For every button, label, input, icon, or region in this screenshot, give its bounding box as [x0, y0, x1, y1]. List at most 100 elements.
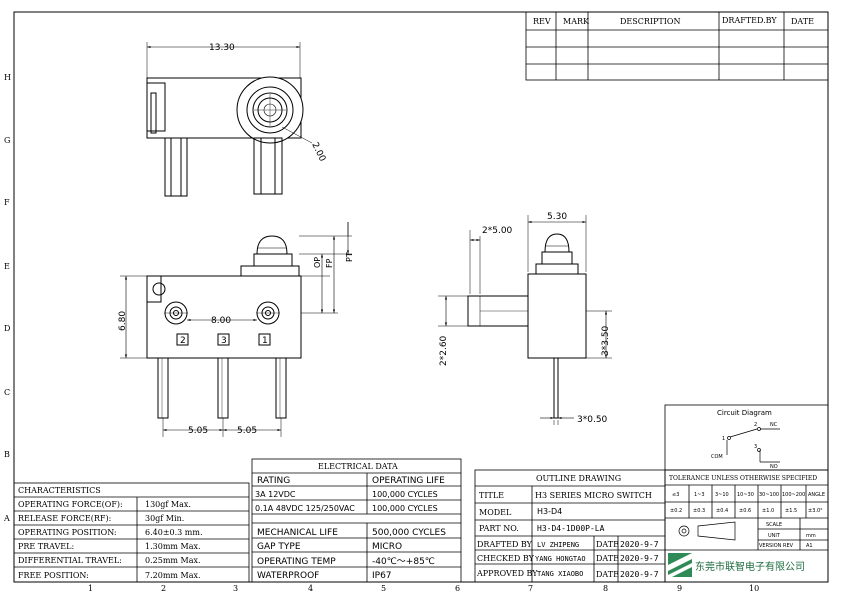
elec-b-2: 100,000 CYCLES [372, 504, 438, 513]
characteristics-rows: OPERATING FORCE(OF): 130gf Max. RELEASE … [18, 500, 203, 580]
outline-drawing-header: OUTLINE DRAWING [536, 474, 621, 483]
char-value-1: 30gf Min. [145, 514, 184, 523]
top-view [146, 42, 313, 197]
terminal-1-label: 1 [722, 436, 725, 442]
description-header: DESCRIPTION [620, 17, 680, 26]
characteristics-table [13, 482, 250, 583]
side-width-dim: 5.30 [547, 212, 567, 222]
mark-header: MARK [563, 17, 590, 26]
tolerance-ranges: ≤3 1~3 3~10 10~30 30~100 100~200 ANGLE ±… [670, 492, 825, 514]
tol-range-5: 100~200 [782, 492, 805, 498]
zone-row-h: H [4, 73, 11, 82]
zone-col-2: 2 [161, 584, 166, 593]
pin-spacing-2: 5.05 [237, 426, 257, 436]
fp-dim: FP [325, 258, 334, 268]
zone-col-8: 8 [603, 584, 608, 593]
border-zone-labels: 1 2 3 4 5 6 7 8 9 10 H G F E D C B A [3, 73, 759, 593]
elec-a-0: RATING [257, 476, 290, 486]
tol-value-4: ±1.0 [762, 508, 774, 514]
title-label: TITLE [479, 491, 504, 500]
tol-range-2: 3~10 [715, 492, 729, 498]
company-logo [668, 553, 692, 579]
tol-range-4: 30~100 [759, 492, 779, 498]
revision-headers: REV MARK DESCRIPTION DRAFTED.BY DATE [533, 16, 814, 26]
left-height-dim: 2*2.60 [439, 335, 449, 366]
part-no-value: H3-D4-1D00P-LA [537, 524, 605, 533]
company-name: 东莞市联智电子有限公司 [695, 560, 805, 573]
zone-row-f: F [4, 198, 10, 207]
zone-col-6: 6 [455, 584, 460, 593]
part-no-label: PART NO. [479, 524, 519, 533]
pin-spacing-1: 5.05 [188, 426, 208, 436]
top-width-dim: 13.30 [209, 43, 235, 53]
com-label: COM [711, 454, 723, 460]
title-value: H3 SERIES MICRO SWITCH [535, 491, 652, 500]
elec2-b-2: -40℃～+85℃ [372, 557, 435, 567]
zone-col-5: 5 [381, 584, 386, 593]
tol-range-6: ANGLE [808, 492, 825, 498]
revision-table [525, 11, 829, 81]
tol-value-0: ±0.2 [670, 508, 682, 514]
version-label: VERSION REV [759, 543, 794, 549]
char-value-4: 0.25mm Max. [145, 556, 201, 565]
pin-label-1: 1 [262, 336, 268, 346]
tol-value-1: ±0.3 [693, 508, 705, 514]
pin-pitch-dim: 8.00 [211, 316, 231, 326]
title-block-grid [474, 469, 829, 583]
front-view [120, 222, 352, 437]
terminal-3-label: 3 [754, 444, 757, 450]
front-height-dim: 6.80 [118, 311, 128, 331]
elec-b-1: 100,000 CYCLES [372, 490, 438, 499]
elec-b-0: OPERATING LIFE [372, 476, 445, 486]
drafted-by-header: DRAFTED.BY [722, 16, 777, 25]
side-view [438, 215, 612, 425]
elec2-b-1: MICRO [372, 542, 402, 552]
version-value: A1 [806, 543, 813, 549]
char-label-3: PRE TRAVEL: [18, 542, 74, 551]
pin-label-3: 3 [221, 336, 227, 346]
zone-row-c: C [4, 388, 10, 397]
char-label-2: OPERATING POSITION: [18, 528, 117, 537]
zone-col-10: 10 [749, 584, 759, 593]
approved-date-value: 2020-9-7 [620, 570, 659, 579]
elec2-a-1: GAP TYPE [257, 542, 301, 552]
electrical-rows: RATING OPERATING LIFE 3A 12VDC 100,000 C… [255, 476, 446, 581]
pin-label-2: 2 [180, 336, 186, 346]
zone-col-9: 9 [677, 584, 682, 593]
projection-symbol [678, 521, 736, 541]
model-value: H3-D4 [537, 507, 562, 516]
zone-col-4: 4 [308, 584, 313, 593]
approved-by-value: TANG XIAOBO [537, 570, 583, 578]
hole-diameter-dim: 2.00 [309, 141, 327, 164]
elec2-b-3: IP67 [372, 571, 392, 581]
tol-range-1: 1~3 [694, 492, 705, 498]
checked-by-value: YANG HONGTAO [535, 555, 586, 563]
zone-row-g: G [4, 136, 10, 145]
zone-row-d: D [4, 324, 10, 333]
electrical-title: ELECTRICAL DATA [318, 462, 398, 471]
scale-label: SCALE [766, 522, 782, 528]
circuit-title: Circuit Diagram [717, 409, 772, 417]
approved-date-label: DATE [596, 570, 619, 579]
op-dim: OP [313, 257, 322, 268]
rev-header: REV [533, 17, 551, 26]
zone-col-3: 3 [233, 584, 238, 593]
electrical-data-table [251, 458, 462, 583]
elec2-b-0: 500,000 CYCLES [372, 528, 446, 538]
char-label-0: OPERATING FORCE(OF): [18, 500, 123, 509]
drafted-date-value: 2020-9-7 [620, 540, 659, 549]
zone-row-a: A [3, 514, 10, 523]
date-header: DATE [791, 17, 814, 26]
terminal-2-label: 2 [754, 422, 757, 428]
unit-value: mm [806, 533, 816, 539]
zone-col-1: 1 [88, 584, 93, 593]
tolerance-title: TOLERANCE UNLESS OTHERWISE SPECIFIED [669, 475, 817, 482]
char-label-1: RELEASE FORCE(RF): [18, 514, 111, 523]
elec2-a-2: OPERATING TEMP [257, 557, 336, 567]
drafted-by-label: DRAFTED BY [477, 540, 533, 549]
elec-a-2: 0.1A 48VDC 125/250VAC [255, 504, 355, 513]
slot-dim: 2*5.00 [482, 226, 513, 236]
tol-value-2: ±0.4 [716, 508, 728, 514]
char-value-2: 6.40±0.3 mm. [145, 528, 203, 537]
